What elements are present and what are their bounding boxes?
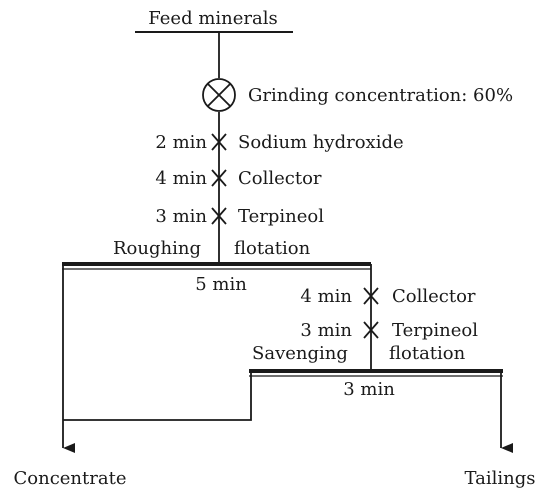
roughing-reagent-name: Terpineol bbox=[238, 206, 324, 227]
roughing-reagent-time: 2 min bbox=[155, 132, 207, 153]
scavenging-reagent-name: Terpineol bbox=[392, 320, 478, 341]
scavenging-reagent-name: Collector bbox=[392, 286, 476, 307]
scavenging-reagent-time: 4 min bbox=[300, 286, 352, 307]
roughing-time: 5 min bbox=[195, 274, 247, 295]
reagent-x-icon bbox=[211, 133, 227, 151]
roughing-label-left: Roughing bbox=[113, 238, 201, 259]
roughing-reagent-name: Collector bbox=[238, 168, 322, 189]
tailings-label: Tailings bbox=[465, 468, 536, 489]
reagent-x-icon bbox=[211, 207, 227, 225]
reagent-x-icon bbox=[363, 321, 379, 339]
scavenger-concentrate-line bbox=[63, 371, 252, 421]
feed-label: Feed minerals bbox=[148, 8, 277, 29]
roughing-reagent-time: 3 min bbox=[155, 206, 207, 227]
concentrate-label: Concentrate bbox=[14, 468, 127, 489]
roughing-label-right: flotation bbox=[234, 238, 311, 259]
reagent-x-icon bbox=[211, 169, 227, 187]
roughing-reagent-name: Sodium hydroxide bbox=[238, 132, 404, 153]
scavenging-reagent-time: 3 min bbox=[300, 320, 352, 341]
grinding-icon bbox=[202, 78, 236, 112]
scavenging-label-right: flotation bbox=[389, 343, 466, 364]
scavenging-label-left: Savenging bbox=[252, 343, 348, 364]
reagent-x-icon bbox=[363, 287, 379, 305]
scavenging-time: 3 min bbox=[343, 379, 395, 400]
roughing-reagent-time: 4 min bbox=[155, 168, 207, 189]
grinding-label: Grinding concentration: 60% bbox=[248, 85, 513, 106]
